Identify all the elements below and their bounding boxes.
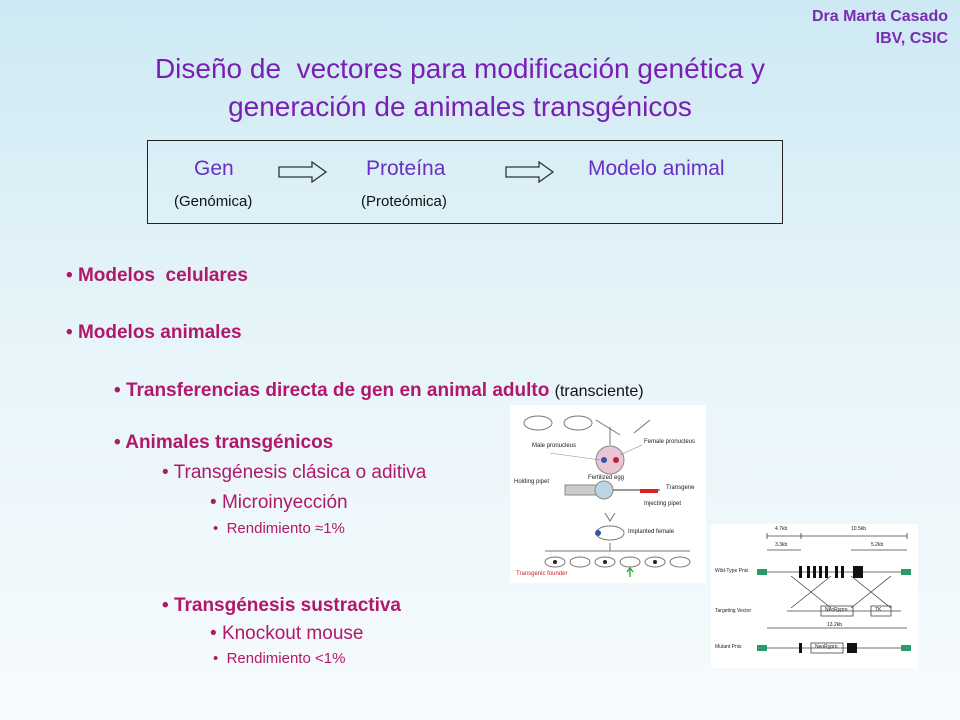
label-injecting-pipet: Injecting pipet [644, 501, 682, 507]
microinjection-figure: Male pronucleus Female pronucleus Fertil… [510, 405, 706, 583]
title-line-1: Diseño de vectores para modificación gen… [154, 53, 766, 84]
gene-protein-flow-box: Gen Proteína Modelo animal (Genómica) (P… [147, 140, 783, 224]
bullet-clasica: • Transgénesis clásica o aditiva [162, 462, 427, 483]
bullet-knockout: • Knockout mouse [210, 623, 364, 644]
bullet-rendimiento-1: • Rendimiento ≈1% [213, 520, 345, 537]
label-implanted-female: Implanted female [628, 529, 675, 535]
flow-gen: Gen [194, 157, 234, 180]
label-len-10-5kb: 10.5kb [851, 526, 867, 532]
flow-genomica: (Genómica) [174, 193, 253, 210]
right-arrow-icon [278, 161, 328, 183]
knockout-targeting-figure: Wild-Type Pnis Targeting Vector Mutant P… [711, 524, 918, 668]
label-len-3-3kb: 3.3kb [775, 542, 788, 548]
flow-proteomica: (Proteómica) [361, 193, 447, 210]
label-neo-mutant: NeoRypro [815, 644, 838, 650]
label-targeting-vector: Targeting Vector [715, 608, 752, 614]
label-holding-pipet: Holding pipet [514, 479, 550, 485]
label-neo-vector: NeoRypro [825, 607, 848, 613]
bullet-sustractiva: • Transgénesis sustractiva [162, 595, 402, 616]
bullet-modelos-animales: • Modelos animales [66, 322, 242, 343]
label-transgene: Transgene [666, 485, 695, 491]
transciente-note: (transciente) [554, 383, 644, 400]
label-len-4-7kb: 4.7kb [775, 526, 788, 532]
label-female-pronucleus: Female pronucleus [644, 439, 696, 445]
bullet-microinyeccion: • Microinyección [210, 492, 348, 513]
title-line-2: generación de animales transgénicos [228, 91, 692, 122]
label-mutant: Mutant Pnis [715, 644, 742, 650]
author-name: Dra Marta Casado [811, 8, 948, 25]
right-arrow-icon [505, 161, 555, 183]
flow-modelo-animal: Modelo animal [588, 157, 725, 180]
label-len-5-2kb: 5.2kb [871, 542, 884, 548]
bullet-animales-transgenicos: • Animales transgénicos [114, 432, 334, 453]
bullet-transferencias: • Transferencias directa de gen en anima… [114, 380, 644, 401]
bullet-modelos-celulares: • Modelos celulares [66, 265, 248, 286]
slide-title: Diseño de vectores para modificación gen… [60, 50, 860, 126]
author-institution: IBV, CSIC [875, 30, 948, 47]
label-len-13-2kb: 13.2kb [827, 622, 843, 628]
flow-proteina: Proteína [366, 157, 446, 180]
label-fertilized-egg: Fertilized egg [588, 475, 625, 481]
label-tk: TK [875, 607, 882, 613]
label-wild-type: Wild-Type Pnis [715, 568, 749, 574]
author-block: Dra Marta Casado IBV, CSIC [812, 6, 948, 50]
bullet-rendimiento-2: • Rendimiento <1% [213, 650, 346, 667]
label-male-pronucleus: Male pronucleus [532, 443, 577, 449]
label-transgenic-founder: Transgenic founder [516, 571, 568, 577]
